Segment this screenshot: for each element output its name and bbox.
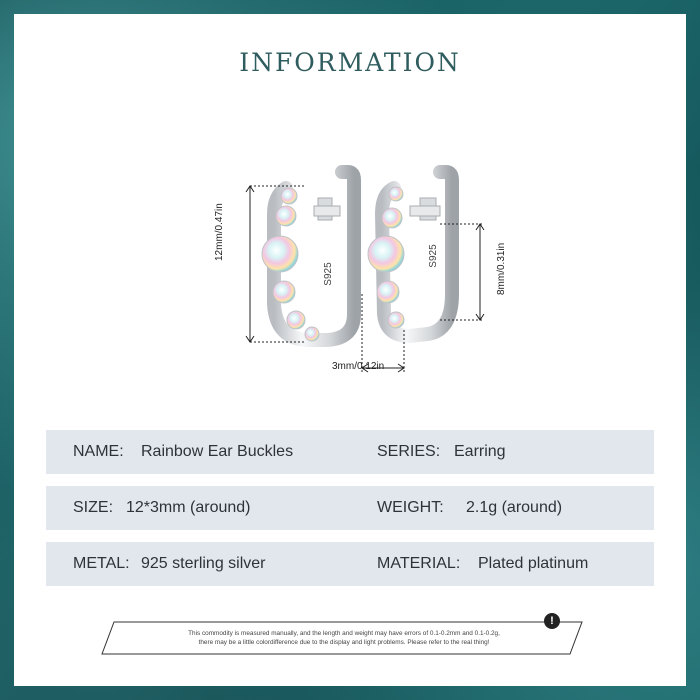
dimension-width: 3mm/0.12in [332, 361, 385, 372]
dimension-inner-height: 8mm/0.31in [496, 242, 507, 295]
measurement-notice: This commodity is measured manually, and… [100, 613, 584, 656]
metal-label: METAL: [73, 555, 130, 572]
weight-label: WEIGHT: [377, 499, 444, 516]
earring-right [367, 165, 459, 344]
material-label: MATERIAL: [377, 555, 461, 572]
size-value: 12*3mm (around) [126, 499, 251, 516]
info-card: INFORMATION [14, 14, 686, 686]
page-title: INFORMATION [239, 48, 461, 77]
spec-row-name-series: NAME: Rainbow Ear Buckles SERIES: Earrin… [46, 430, 654, 474]
notice-text: This commodity is measured manually, and… [134, 629, 554, 647]
size-label: SIZE: [73, 499, 114, 516]
stamp-right: S925 [428, 244, 439, 268]
weight-value: 2.1g (around) [466, 499, 563, 516]
notice-line-2: there may be a little colordifference du… [198, 639, 490, 646]
spec-row-size-weight: SIZE: 12*3mm (around) WEIGHT: 2.1g (arou… [46, 486, 654, 530]
notice-line-1: This commodity is measured manually, and… [188, 630, 500, 637]
name-value: Rainbow Ear Buckles [141, 443, 294, 460]
series-value: Earring [454, 443, 506, 460]
earring-left [261, 165, 361, 347]
dimension-total-height: 12mm/0.47in [214, 203, 225, 261]
exclamation-icon: ! [544, 613, 560, 629]
material-value: Plated platinum [478, 555, 589, 572]
earring-product-image: S925 S925 [245, 165, 485, 373]
stamp-left: S925 [323, 262, 334, 286]
series-label: SERIES: [377, 443, 441, 460]
notice-frame [101, 621, 583, 655]
dimension-lines [245, 185, 485, 373]
metal-value: 925 sterling silver [141, 555, 266, 572]
spec-row-metal-material: METAL: 925 sterling silver MATERIAL: Pla… [46, 542, 654, 586]
name-label: NAME: [73, 443, 124, 460]
